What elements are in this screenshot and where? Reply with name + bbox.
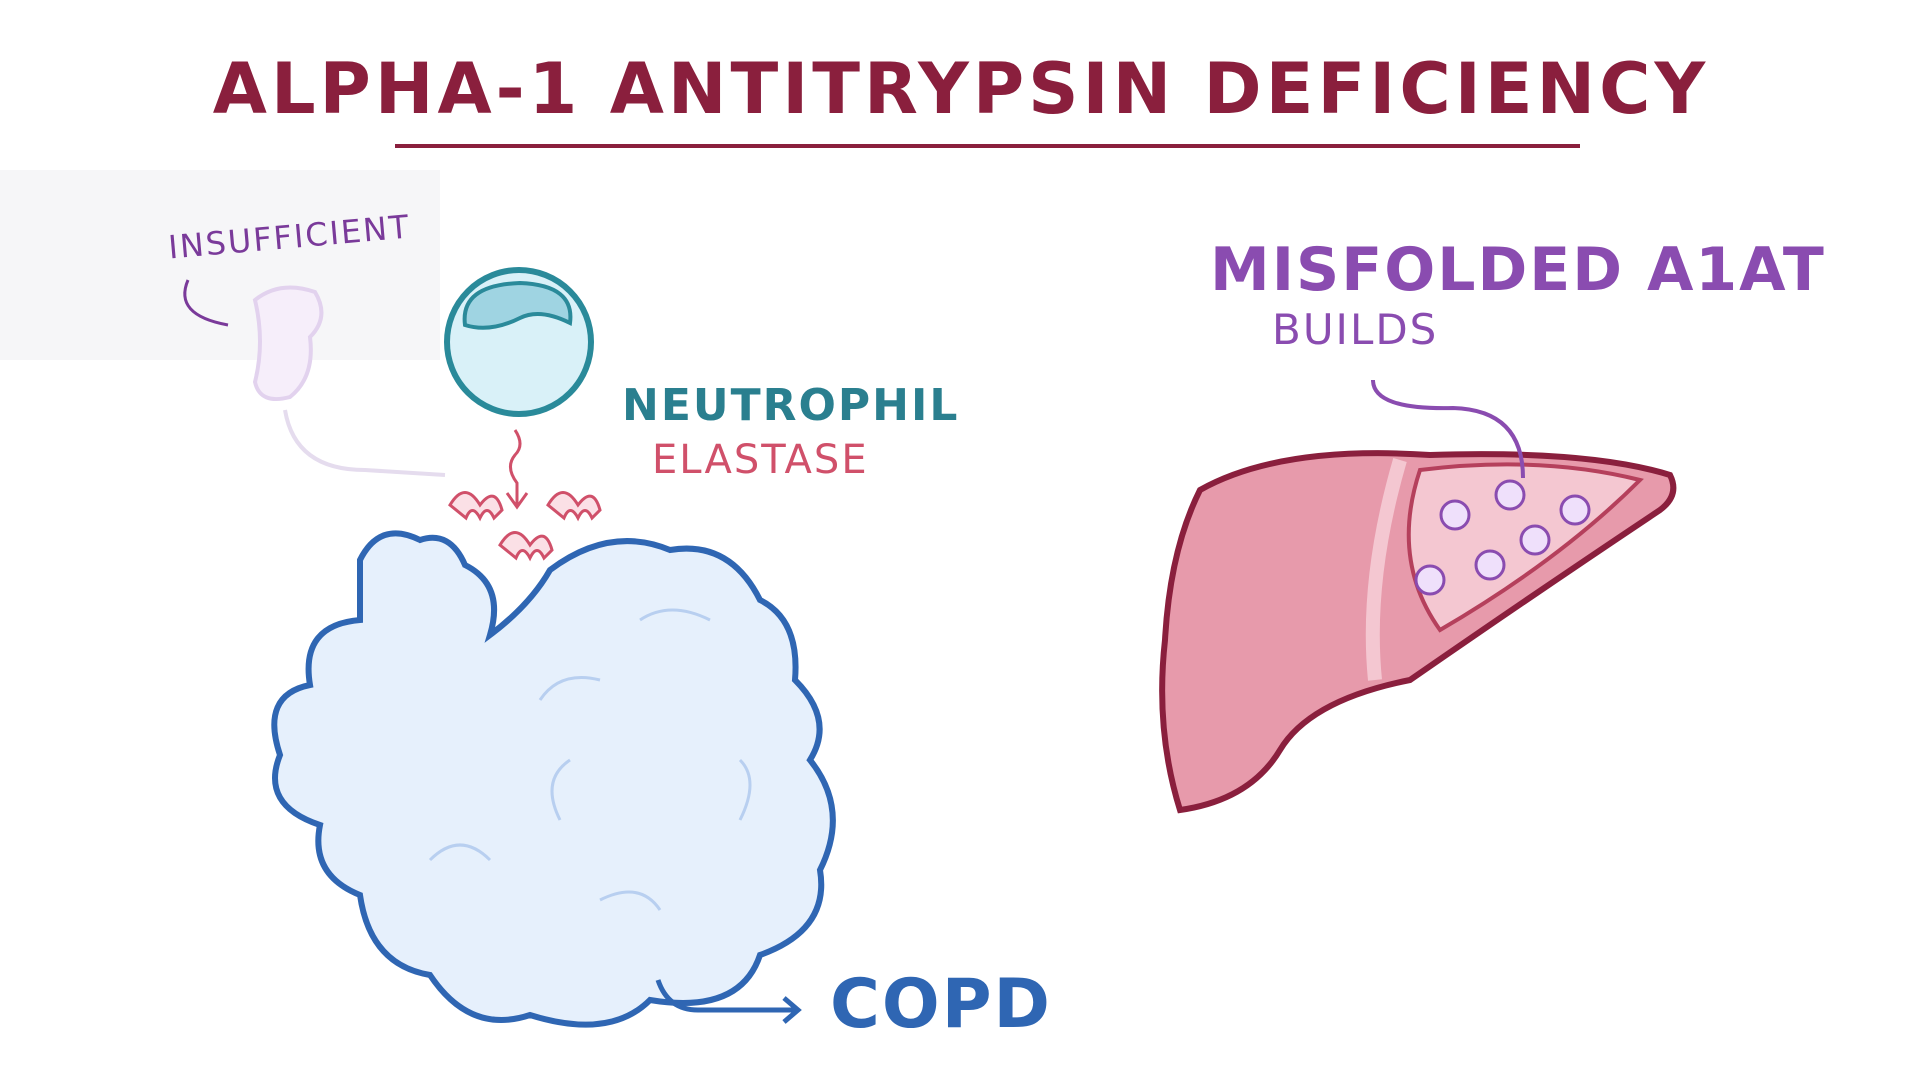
neutrophil-cell-icon — [444, 267, 594, 417]
elastase-enzyme-icons — [448, 491, 602, 562]
neutrophil-label: NEUTROPHIL — [622, 380, 960, 431]
elastase-label: ELASTASE — [652, 437, 869, 483]
protein-connector — [283, 409, 446, 477]
builds-label: BUILDS — [1272, 305, 1439, 354]
a1at-protein-icon — [252, 285, 324, 402]
misfolded-pointer — [1371, 379, 1525, 479]
copd-arrow-icon — [655, 979, 802, 1024]
lung-texture — [428, 608, 752, 911]
insufficient-pointer — [183, 279, 229, 327]
release-arrow-icon — [505, 429, 529, 510]
page-title: ALPHA-1 ANTITRYPSIN DEFICIENCY — [212, 48, 1710, 130]
copd-label: COPD — [830, 965, 1052, 1044]
faded-background-panel — [0, 170, 440, 360]
misfolded-label: MISFOLDED A1AT — [1210, 235, 1826, 305]
liver-icon — [1159, 450, 1677, 814]
